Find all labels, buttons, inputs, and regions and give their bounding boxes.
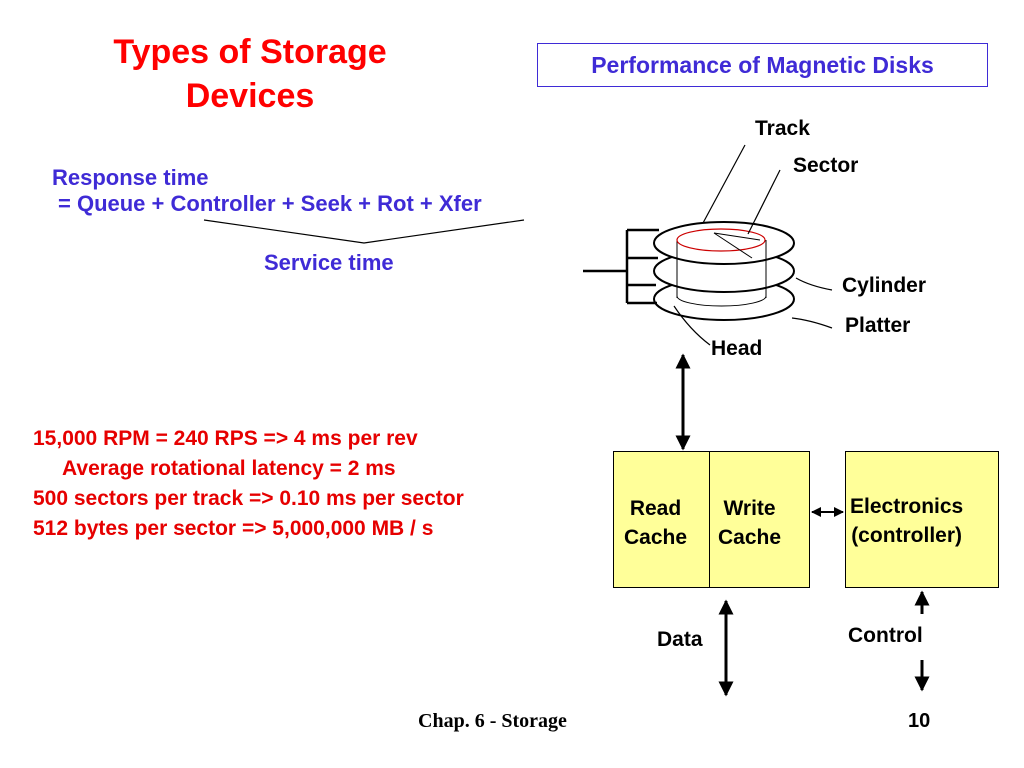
read-cache-label: Read Cache [624, 497, 688, 550]
fact-sectors: 500 sectors per track => 0.10 ms per sec… [33, 487, 464, 510]
platter-label: Platter [845, 314, 911, 337]
cylinder-label: Cylinder [842, 274, 927, 297]
page-number: 10 [908, 710, 931, 732]
track-ring [676, 228, 766, 252]
subtitle-box: Performance of Magnetic Disks [537, 43, 988, 87]
fact-latency: Average rotational latency = 2 ms [62, 457, 396, 480]
fact-rpm: 15,000 RPM = 240 RPS => 4 ms per rev [33, 427, 418, 450]
control-label: Control [848, 624, 923, 647]
sector-line-1 [713, 232, 761, 241]
write-cache-label: Write Cache [718, 497, 782, 550]
sector-leader [747, 169, 781, 235]
cylinder-leader [795, 277, 833, 291]
track-label: Track [755, 117, 810, 140]
footer-chapter: Chap. 6 - Storage [418, 710, 567, 732]
head-label: Head [711, 337, 763, 360]
leader-lines [673, 144, 833, 346]
platter-1 [653, 221, 795, 265]
controller-box: Electronics (controller) [845, 451, 999, 588]
cache-box: Read Cache Write Cache [613, 451, 810, 588]
sector-line-2 [713, 232, 753, 259]
service-time-bracket [203, 219, 525, 244]
head-arm [583, 228, 659, 305]
service-time-label: Service time [264, 250, 394, 275]
cylinder [676, 240, 767, 307]
data-label: Data [657, 628, 703, 651]
response-time-formula: = Queue + Controller + Seek + Rot + Xfer [58, 191, 482, 216]
cache-divider [709, 452, 710, 587]
response-time-label: Response time [52, 165, 209, 190]
controller-label: Electronics (controller) [850, 495, 964, 548]
track-leader [702, 144, 746, 224]
fact-bytes: 512 bytes per sector => 5,000,000 MB / s [33, 517, 434, 540]
platter-stack [653, 221, 795, 321]
slide-title: Types of Storage Devices [113, 33, 387, 116]
platter-leader [791, 317, 833, 329]
sector-label: Sector [793, 154, 859, 177]
head-leader [673, 305, 711, 346]
